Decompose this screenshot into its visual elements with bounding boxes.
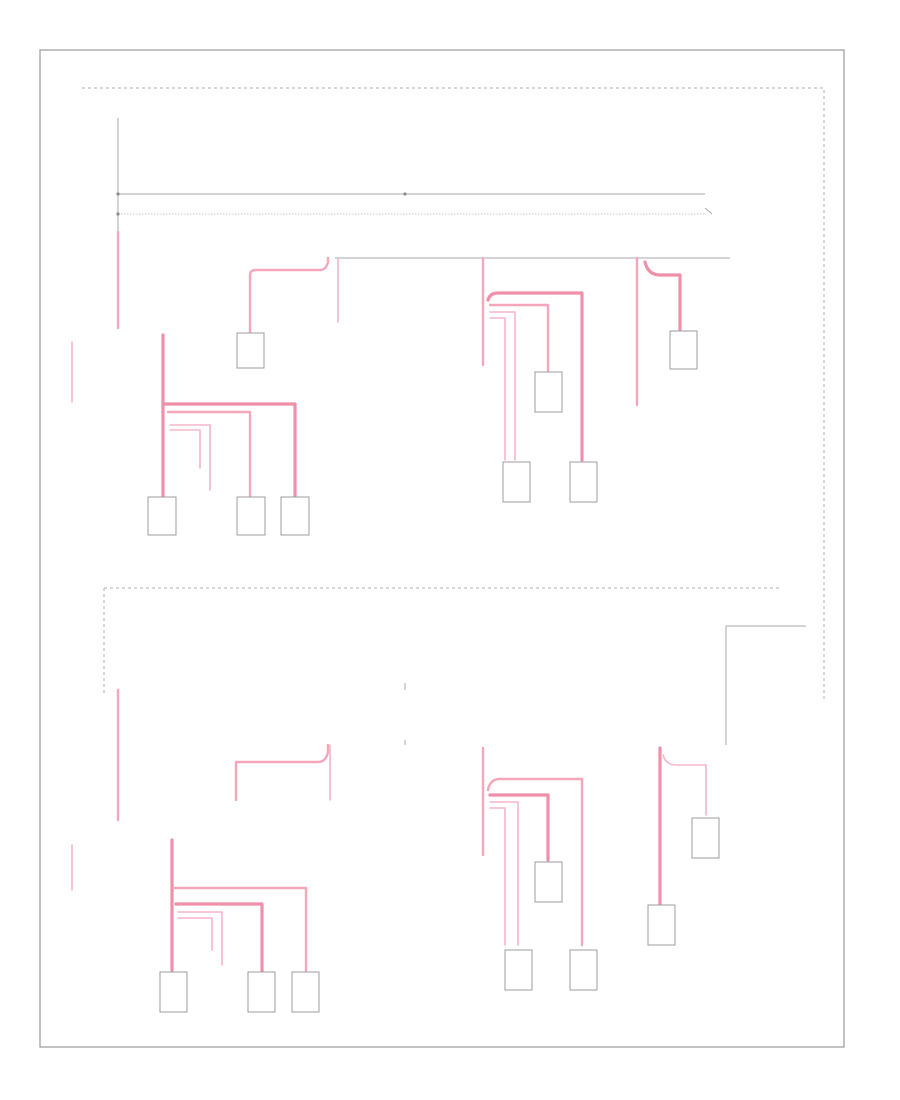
power-wire bbox=[248, 256, 330, 337]
power-wire bbox=[489, 801, 519, 946]
component-box bbox=[502, 461, 531, 503]
component-box bbox=[534, 371, 563, 413]
power-wire bbox=[166, 410, 252, 500]
power-wire bbox=[489, 317, 506, 461]
component-box bbox=[569, 461, 598, 503]
top-dashed-boundary bbox=[82, 87, 825, 700]
power-wire bbox=[489, 807, 506, 946]
power-wire bbox=[174, 902, 264, 974]
connector-stub bbox=[704, 207, 713, 215]
component-box bbox=[236, 496, 266, 536]
power-wire bbox=[177, 911, 223, 966]
splice-dot bbox=[116, 192, 120, 196]
splice-dot bbox=[116, 212, 120, 216]
component-box bbox=[569, 949, 598, 991]
power-wire bbox=[161, 402, 297, 500]
power-wire bbox=[169, 424, 211, 491]
power-wire bbox=[488, 793, 550, 862]
power-wire bbox=[488, 303, 550, 374]
component-box bbox=[691, 817, 720, 859]
splice-dot bbox=[403, 192, 407, 196]
power-wire bbox=[177, 917, 213, 951]
power-wire bbox=[662, 754, 707, 816]
component-box bbox=[504, 949, 533, 991]
component-box bbox=[647, 904, 676, 946]
component-box bbox=[280, 496, 310, 536]
component-box bbox=[159, 971, 188, 1013]
power-wire bbox=[486, 291, 584, 462]
diagram-frame bbox=[39, 49, 845, 1048]
component-box bbox=[669, 330, 698, 370]
component-box bbox=[236, 332, 265, 369]
component-box bbox=[291, 971, 320, 1013]
power-wire bbox=[486, 777, 584, 947]
component-box bbox=[147, 496, 177, 536]
power-wire bbox=[643, 260, 682, 332]
power-wire bbox=[234, 743, 330, 802]
component-box bbox=[534, 861, 563, 903]
power-wire bbox=[173, 886, 308, 974]
power-wire bbox=[169, 429, 201, 469]
power-wire bbox=[489, 311, 516, 461]
component-box bbox=[247, 971, 276, 1013]
